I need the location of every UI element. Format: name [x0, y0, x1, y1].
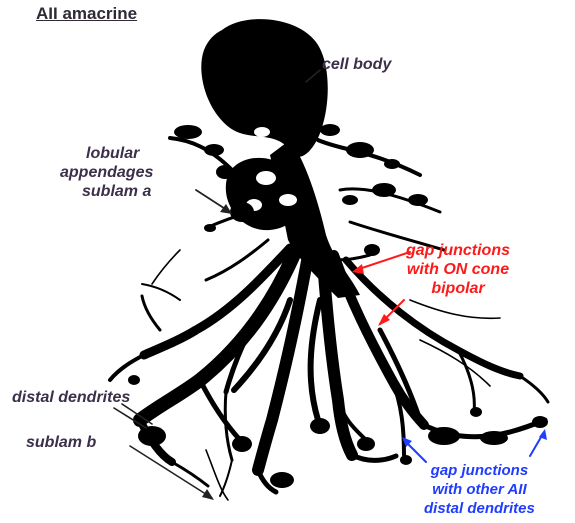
gap-aii-label-line: with other AII: [424, 480, 535, 499]
lobule-hole: [279, 194, 297, 206]
lobular-label-line: lobular: [86, 144, 153, 163]
sublam-b-arrow: [130, 446, 212, 498]
gap-junctions-on-bipolar-label: gap junctions with ON cone bipolar: [406, 241, 510, 298]
lobule-hole: [256, 171, 276, 185]
figure-title: AII amacrine: [36, 4, 137, 23]
gap-on-label-line: with ON cone: [406, 260, 510, 279]
gap-aii-label-line: gap junctions: [424, 461, 535, 480]
sublam-b-arrowhead: [202, 489, 214, 500]
cell-body-label: cell body: [322, 55, 391, 74]
gap-on-label-line: bipolar: [406, 279, 510, 298]
gap-on-arrow-upper: [356, 252, 410, 270]
lobular-label-line: appendages: [60, 163, 153, 182]
soma-hole: [254, 127, 270, 137]
sublam-b-label: sublam b: [26, 433, 96, 452]
lobular-appendages-label: lobular appendages sublam a: [86, 144, 153, 201]
gap-on-label-line: gap junctions: [406, 241, 510, 260]
gap-aii-label-line: distal dendrites: [424, 499, 535, 518]
lobular-label-line: sublam a: [82, 182, 153, 201]
distal-dendrites-label: distal dendrites: [12, 388, 130, 407]
gap-junctions-aii-label: gap junctions with other AII distal dend…: [424, 461, 535, 518]
